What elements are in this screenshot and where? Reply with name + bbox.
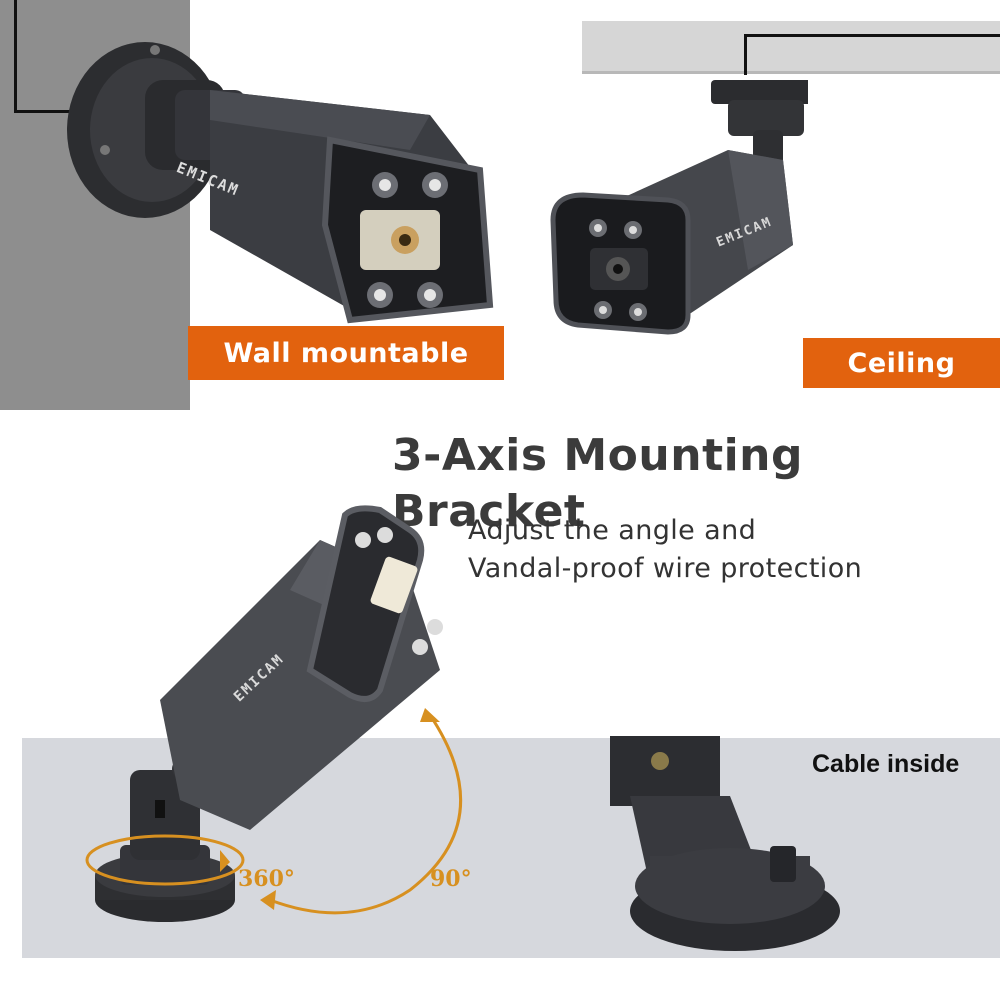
ceiling-label: Ceiling — [803, 338, 1000, 388]
rotation-arrows — [85, 708, 462, 915]
cable-inside-label: Cable inside — [812, 750, 960, 778]
rotate-360-arrow — [85, 834, 245, 886]
bracket-camera-image — [95, 505, 443, 922]
ceiling-cable — [744, 34, 1000, 75]
wall-cable — [14, 0, 87, 113]
subtitle-line-2: Vandal-proof wire protection — [468, 553, 863, 584]
rotate-360-label: 360° — [238, 866, 295, 892]
ceiling-camera-image — [550, 80, 808, 335]
page-title: 3-Axis Mounting Bracket — [392, 430, 803, 537]
rotate-90-label: 90° — [430, 866, 472, 892]
bracket-closeup-image — [610, 736, 840, 951]
wall-mountable-label: Wall mountable — [188, 326, 504, 380]
subtitle-line-1: Adjust the angle and — [468, 515, 757, 546]
wall-camera-image — [67, 42, 494, 324]
ceiling-panel — [582, 21, 1000, 74]
rotate-90-arrow — [269, 714, 462, 915]
